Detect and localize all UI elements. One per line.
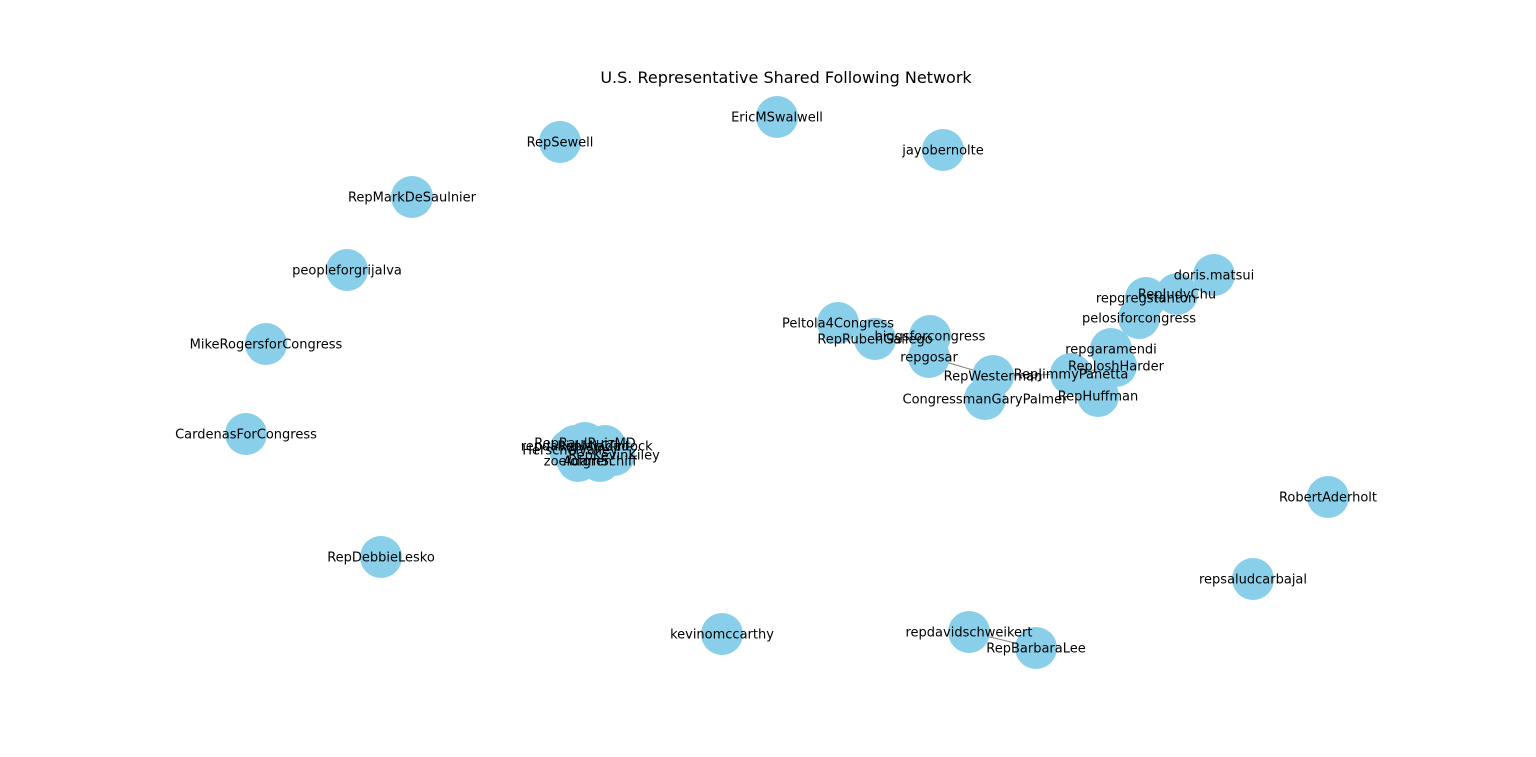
node-label-repdavidvaladao: repdavidvaladao bbox=[521, 440, 630, 455]
node-label-repgosar: repgosar bbox=[900, 351, 958, 366]
node-label-RepRubenGallego: RepRubenGallego bbox=[817, 333, 932, 348]
node-label-peopleforgrijalva: peopleforgrijalva bbox=[292, 264, 402, 279]
node-label-biggsforcongress: biggsforcongress bbox=[875, 330, 986, 345]
node-layer bbox=[225, 96, 1349, 669]
node-label-RepSewell: RepSewell bbox=[527, 136, 594, 151]
node-pelosiforcongress bbox=[1118, 297, 1160, 339]
node-label-RepKevinKiley: RepKevinKiley bbox=[568, 449, 660, 464]
node-jayobernolte bbox=[922, 129, 964, 171]
node-label-AdamSchiff: AdamSchiff bbox=[563, 455, 638, 470]
node-label-RepWesterman: RepWesterman bbox=[944, 370, 1043, 385]
node-repgosar bbox=[908, 336, 950, 378]
node-label-RepMarkDeSaulnier: RepMarkDeSaulnier bbox=[348, 191, 477, 206]
node-label-MikeRogersforCongress: MikeRogersforCongress bbox=[190, 338, 343, 353]
node-label-RepJoshHarder: RepJoshHarder bbox=[1068, 360, 1165, 375]
node-label-Peltola4Congress: Peltola4Congress bbox=[782, 317, 894, 332]
node-label-EricMSwalwell: EricMSwalwell bbox=[731, 111, 823, 126]
node-MikeRogersforCongress bbox=[245, 323, 287, 365]
node-RobertAderholt bbox=[1307, 476, 1349, 518]
node-label-pelosiforcongress: pelosiforcongress bbox=[1082, 312, 1196, 327]
node-label-RepRaulRuizMD: RepRaulRuizMD bbox=[534, 437, 636, 452]
node-RepMarkDeSaulnier bbox=[391, 176, 433, 218]
node-doris.matsui bbox=[1193, 254, 1235, 296]
node-kevinomccarthy bbox=[701, 613, 743, 655]
node-label-repgaramendi: repgaramendi bbox=[1065, 343, 1157, 358]
node-label-Herschelvalley: Herschelvalley bbox=[522, 444, 618, 459]
node-repdavidschweikert bbox=[948, 611, 990, 653]
node-AdamSchiff bbox=[579, 440, 621, 482]
node-label-RepDebbieLesko: RepDebbieLesko bbox=[327, 551, 435, 566]
node-Peltola4Congress bbox=[817, 302, 859, 344]
node-peopleforgrijalva bbox=[326, 249, 368, 291]
node-label-kevinomccarthy: kevinomccarthy bbox=[670, 628, 774, 643]
node-label-CongressmanGaryPalmer: CongressmanGaryPalmer bbox=[903, 393, 1069, 408]
node-label-CardenasForCongress: CardenasForCongress bbox=[175, 428, 317, 443]
node-RepDebbieLesko bbox=[360, 536, 402, 578]
node-CardenasForCongress bbox=[225, 413, 267, 455]
node-label-RepJudyChu: RepJudyChu bbox=[1138, 288, 1216, 303]
node-RepJudyChu bbox=[1156, 273, 1198, 315]
node-repsaludcarbajal bbox=[1232, 558, 1274, 600]
node-label-RepHuffman: RepHuffman bbox=[1058, 390, 1139, 405]
node-label-doris.matsui: doris.matsui bbox=[1174, 269, 1254, 284]
chart-title: U.S. Representative Shared Following Net… bbox=[600, 68, 972, 87]
node-RepRubenGallego bbox=[854, 318, 896, 360]
node-EricMSwalwell bbox=[756, 96, 798, 138]
node-label-RobertAderholt: RobertAderholt bbox=[1279, 491, 1377, 506]
node-label-repsaludcarbajal: repsaludcarbajal bbox=[1199, 573, 1307, 588]
node-label-RepMcClintock: RepMcClintock bbox=[557, 440, 653, 455]
node-label-repgregstanton: repgregstanton bbox=[1096, 292, 1196, 307]
node-RepHuffman bbox=[1077, 375, 1119, 417]
node-label-jayobernolte: jayobernolte bbox=[901, 144, 984, 159]
node-label-RepJimmyPanetta: RepJimmyPanetta bbox=[1014, 368, 1129, 383]
node-CongressmanGaryPalmer bbox=[964, 378, 1006, 420]
node-RepBarbaraLee bbox=[1015, 627, 1057, 669]
node-label-zoelofgren: zoelofgren bbox=[544, 455, 612, 470]
node-label-RepBarbaraLee: RepBarbaraLee bbox=[986, 642, 1085, 657]
node-RepSewell bbox=[539, 121, 581, 163]
node-label-repdavidschweikert: repdavidschweikert bbox=[906, 626, 1033, 641]
